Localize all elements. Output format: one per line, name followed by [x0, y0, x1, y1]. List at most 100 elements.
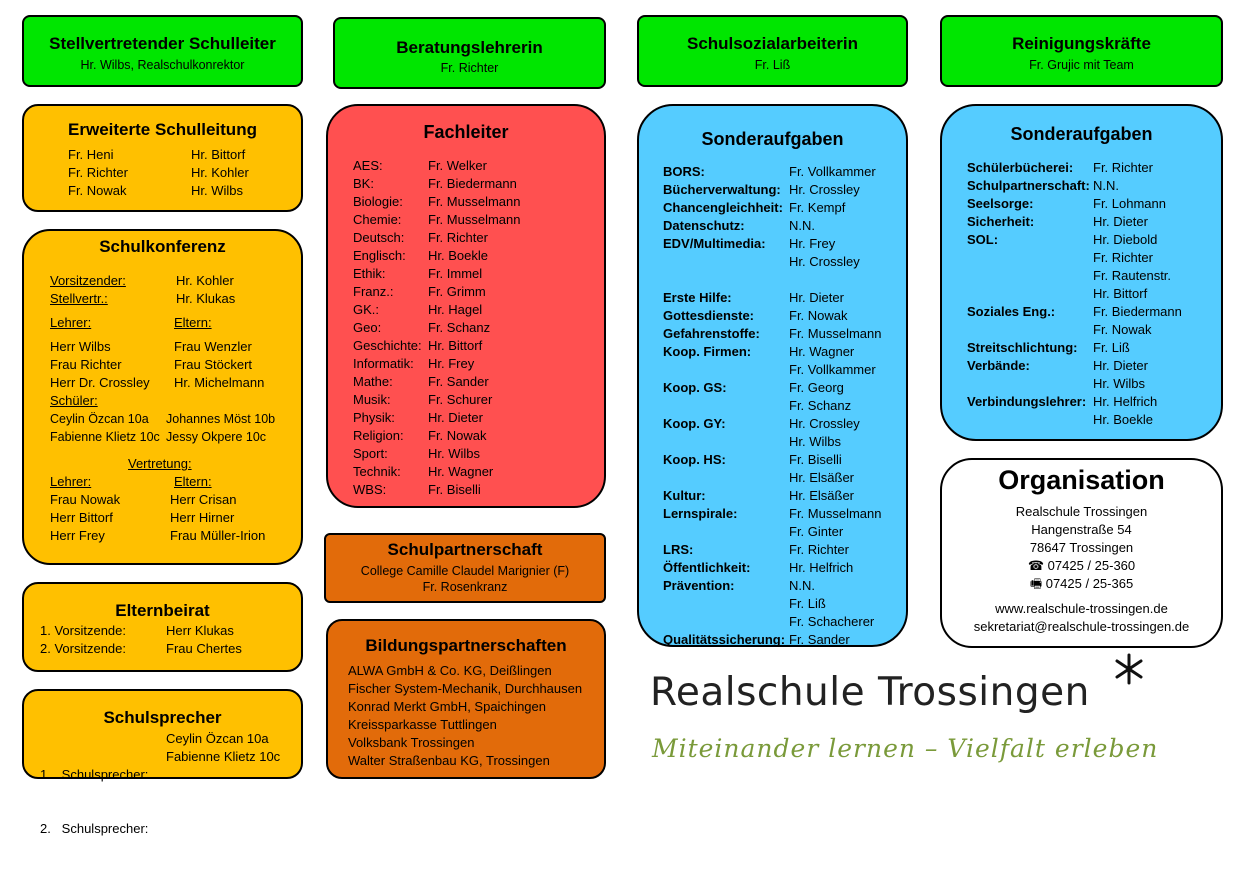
task-label: LRS: [663, 542, 694, 557]
box-title: Bildungspartnerschaften [365, 636, 567, 655]
task-label: Prävention: [663, 578, 735, 593]
list-item: Herr Wilbs [50, 339, 111, 354]
box-subtitle: Hr. Wilbs, Realschulkonrektor [80, 58, 245, 72]
task-name: Fr. Rautenstr. [1093, 268, 1172, 283]
task-label: Koop. GY: [663, 416, 726, 431]
subject-label: Biologie: [353, 194, 403, 209]
stellvertreter-name: Hr. Klukas [176, 291, 236, 306]
subject-label: Sport: [353, 446, 388, 461]
list-item: Herr Dr. Crossley [50, 375, 150, 390]
box-subtitle: Fr. Liß [754, 58, 791, 72]
list-item: Ceylin Özcan 10a [166, 731, 269, 746]
task-label [663, 523, 785, 541]
list-item: ALWA GmbH & Co. KG, Deißlingen [348, 663, 552, 678]
task-name [789, 271, 881, 289]
task-name: Hr. Helfrich [789, 560, 854, 575]
subject-label: Musik: [353, 392, 391, 407]
task-name: Fr. Biedermann [1093, 304, 1182, 319]
task-name: Hr. Wilbs [789, 434, 841, 449]
teacher-name: Fr. Musselmann [428, 194, 521, 209]
email-link[interactable]: sekretariat@realschule-trossingen.de [973, 619, 1190, 634]
box-title: Schulsozialarbeiterin [687, 34, 858, 53]
task-label: Gefahrenstoffe: [663, 326, 760, 341]
subject-label: BK: [353, 176, 374, 191]
teacher-name: Hr. Wagner [428, 464, 494, 479]
lehrer-label: Lehrer: [50, 315, 92, 330]
list-item: 1. Vorsitzende: [40, 623, 126, 638]
task-name: Hr. Dieter [1093, 358, 1148, 373]
subject-label: AES: [353, 158, 383, 173]
labels-column: BORS: Bücherverwaltung: Chancengleichhei… [663, 163, 785, 649]
teacher-name: Fr. Biedermann [428, 176, 517, 191]
list-item: Fr. Heni [68, 147, 114, 162]
list-item: Konrad Merkt GmbH, Spaichingen [348, 699, 546, 714]
task-label: Erste Hilfe: [663, 290, 732, 305]
task-name: Fr. Musselmann [789, 506, 882, 521]
box-title: Schulpartnerschaft [387, 540, 543, 559]
list-item: Frau Müller-Irion [170, 528, 266, 543]
teacher-name: Fr. Sander [428, 374, 489, 389]
logo-slogan: Miteinander lernen – Vielfalt erleben [652, 734, 1159, 763]
list-item: Ceylin Özcan 10a [50, 412, 149, 426]
task-label [663, 253, 785, 271]
box-reinigungskraefte: Reinigungskräfte Fr. Grujic mit Team [940, 15, 1223, 87]
list-item: Jessy Okpere 10c [166, 430, 267, 444]
teacher-name: Fr. Biselli [428, 482, 481, 497]
names-column: Fr. Richter N.N. Fr. Lohmann Hr. Dieter … [1093, 159, 1182, 429]
schueler-left-list: Ceylin Özcan 10a Fabienne Klietz 10c [50, 410, 160, 446]
task-label [663, 595, 785, 613]
task-name: Hr. Boekle [1093, 412, 1153, 427]
task-name: Fr. Nowak [1093, 322, 1152, 337]
fax-row: 🖷 07425 / 25-365 [942, 575, 1221, 593]
box-title: Beratungslehrerin [396, 38, 543, 57]
subject-label: Franz.: [353, 284, 394, 299]
task-label [663, 433, 785, 451]
task-label: Öffentlichkeit: [663, 560, 751, 575]
teacher-name: Hr. Frey [428, 356, 475, 371]
box-title: Reinigungskräfte [1012, 34, 1151, 53]
task-name: Fr. Schanz [789, 398, 852, 413]
task-name: Hr. Crossley [789, 182, 860, 197]
list-item: Hr. Wilbs [191, 183, 243, 198]
task-name: Hr. Frey [789, 236, 836, 251]
task-label [967, 267, 1090, 285]
task-name: Fr. Richter [1093, 250, 1153, 265]
task-label: Lernspirale: [663, 506, 738, 521]
list-item: Frau Richter [50, 357, 122, 372]
box-subtitle: Fr. Grujic mit Team [1029, 58, 1134, 72]
subject-label: Physik: [353, 410, 395, 425]
list-item: Volksbank Trossingen [348, 735, 475, 750]
list-item: Frau Stöckert [174, 357, 253, 372]
box-title: Elternbeirat [115, 601, 210, 620]
task-name: Hr. Crossley [789, 416, 860, 431]
task-label [967, 321, 1090, 339]
list-item: Herr Frey [50, 528, 105, 543]
task-name: Fr. Kempf [789, 200, 846, 215]
task-label [967, 411, 1090, 429]
task-label: Qualitätssicherung: [663, 632, 786, 647]
box-schulpartnerschaft: Schulpartnerschaft College Camille Claud… [324, 533, 606, 603]
teacher-name: Hr. Wilbs [428, 446, 480, 461]
website-link[interactable]: www.realschule-trossingen.de [995, 601, 1168, 616]
task-label: EDV/Multimedia: [663, 236, 766, 251]
task-label: Sicherheit: [967, 214, 1035, 229]
teacher-name: Fr. Schurer [428, 392, 493, 407]
task-label: Koop. Firmen: [663, 344, 752, 359]
logo-name: Realschule Trossingen [650, 670, 1090, 715]
task-label [663, 469, 785, 487]
teacher-name: Fr. Schanz [428, 320, 491, 335]
list-item: Fr. Richter [68, 165, 128, 180]
phone-number: 07425 / 25-360 [1047, 558, 1136, 573]
task-label [663, 271, 785, 289]
task-name: Hr. Bittorf [1093, 286, 1148, 301]
box-title: Schulsprecher [103, 708, 222, 727]
task-name: Fr. Ginter [789, 524, 844, 539]
names-column: Ceylin Özcan 10a Fabienne Klietz 10c [166, 730, 280, 766]
subject-label: WBS: [353, 482, 387, 497]
list-item: Herr Hirner [170, 510, 235, 525]
teacher-name: Hr. Dieter [428, 410, 483, 425]
subject-label: Geo: [353, 320, 382, 335]
box-sonderaufgaben-2: Sonderaufgaben Schülerbücherei: Schulpar… [940, 104, 1223, 441]
task-label [663, 361, 785, 379]
teacher-name: Fr. Nowak [428, 428, 487, 443]
